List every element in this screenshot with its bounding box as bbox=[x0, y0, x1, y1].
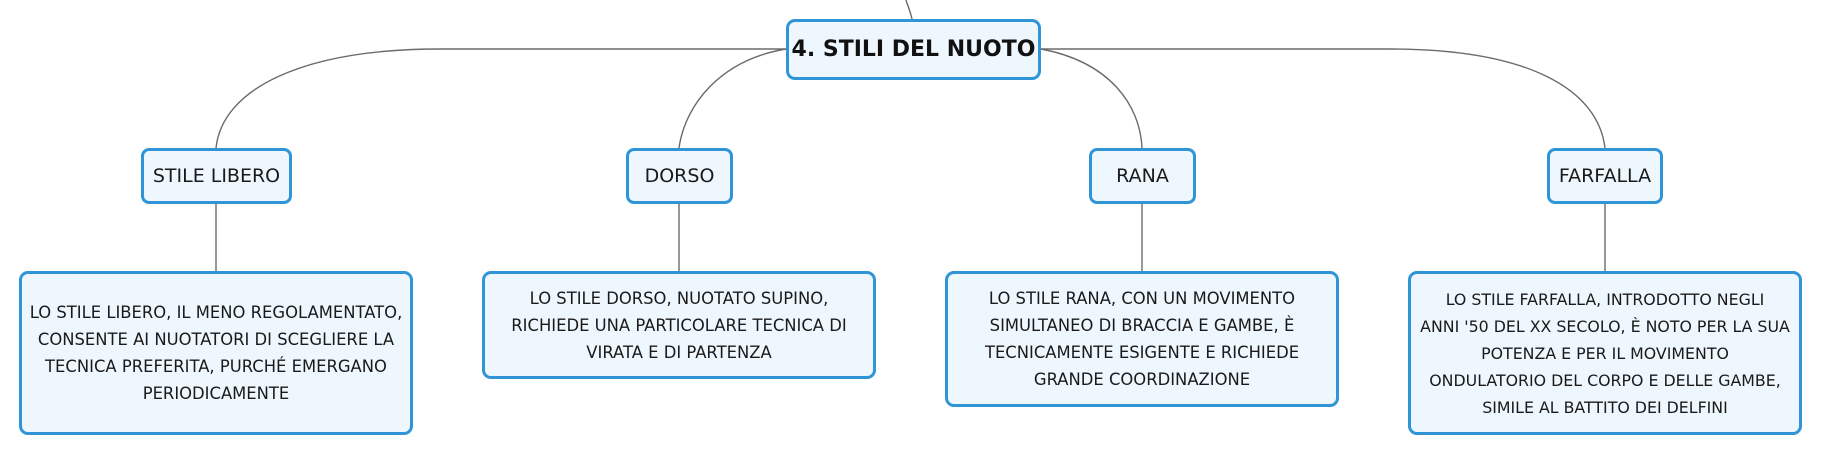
leaf-text: LO STILE DORSO, NUOTATO SUPINO, RICHIEDE… bbox=[511, 285, 846, 366]
branch-label: DORSO bbox=[644, 165, 715, 187]
connector-root-dorso bbox=[678, 48, 787, 149]
leaf-text-line: LO STILE LIBERO, IL MENO REGOLAMENTATO, bbox=[29, 303, 403, 322]
leaf-text-line: TECNICA PREFERITA, PURCHÉ EMERGANO bbox=[45, 357, 387, 376]
connector-root-farfalla bbox=[1041, 48, 1606, 149]
branch-dorso[interactable]: DORSO bbox=[626, 148, 733, 204]
leaf-text-line: POTENZA E PER IL MOVIMENTO bbox=[1481, 343, 1729, 363]
leaf-text-line: GRANDE COORDINAZIONE bbox=[1033, 370, 1251, 389]
leaf-text-line: LO STILE DORSO, NUOTATO SUPINO, bbox=[529, 288, 829, 308]
leaf-text: LO STILE FARFALLA, INTRODOTTO NEGLI ANNI… bbox=[1420, 286, 1790, 421]
root-topic[interactable]: 4. STILI DEL NUOTO bbox=[786, 19, 1041, 80]
leaf-text-line: CONSENTE AI NUOTATORI DI SCEGLIERE LA bbox=[37, 330, 395, 349]
branch-label: FARFALLA bbox=[1558, 165, 1652, 187]
leaf-rana-description[interactable]: LO STILE RANA, CON UN MOVIMENTO SIMULTAN… bbox=[945, 271, 1339, 407]
leaf-text-line: LO STILE RANA, CON UN MOVIMENTO bbox=[988, 289, 1296, 308]
leaf-text-line: SIMILE AL BATTITO DEI DELFINI bbox=[1482, 397, 1728, 417]
leaf-text: LO STILE RANA, CON UN MOVIMENTO SIMULTAN… bbox=[985, 285, 1299, 393]
leaf-stile-libero-description[interactable]: LO STILE LIBERO, IL MENO REGOLAMENTATO, … bbox=[19, 271, 413, 435]
leaf-text-line: LO STILE FARFALLA, INTRODOTTO NEGLI bbox=[1445, 289, 1765, 309]
leaf-text-line: RICHIEDE UNA PARTICOLARE TECNICA DI bbox=[511, 315, 847, 335]
leaf-dorso-description[interactable]: LO STILE DORSO, NUOTATO SUPINO, RICHIEDE… bbox=[482, 271, 876, 379]
connector-root-stile-libero bbox=[215, 48, 786, 149]
branch-rana[interactable]: RANA bbox=[1089, 148, 1196, 204]
leaf-text-line: ANNI '50 DEL XX SECOLO, È NOTO PER LA SU… bbox=[1420, 316, 1790, 336]
leaf-text-line: ONDULATORIO DEL CORPO E DELLE GAMBE, bbox=[1429, 370, 1781, 390]
leaf-text-line: VIRATA E DI PARTENZA bbox=[586, 342, 772, 362]
branch-farfalla[interactable]: FARFALLA bbox=[1547, 148, 1663, 204]
branch-label: STILE LIBERO bbox=[152, 165, 281, 187]
branch-stile-libero[interactable]: STILE LIBERO bbox=[141, 148, 292, 204]
root-parent-connector bbox=[905, 0, 913, 20]
root-topic-label: 4. STILI DEL NUOTO bbox=[791, 37, 1036, 62]
leaf-text-line: TECNICAMENTE ESIGENTE E RICHIEDE bbox=[984, 343, 1300, 362]
connector-root-rana bbox=[1040, 48, 1143, 149]
leaf-text: LO STILE LIBERO, IL MENO REGOLAMENTATO, … bbox=[30, 299, 403, 407]
leaf-farfalla-description[interactable]: LO STILE FARFALLA, INTRODOTTO NEGLI ANNI… bbox=[1408, 271, 1802, 435]
branch-label: RANA bbox=[1116, 165, 1169, 187]
leaf-text-line: PERIODICAMENTE bbox=[142, 384, 290, 403]
leaf-text-line: SIMULTANEO DI BRACCIA E GAMBE, È bbox=[989, 316, 1295, 335]
